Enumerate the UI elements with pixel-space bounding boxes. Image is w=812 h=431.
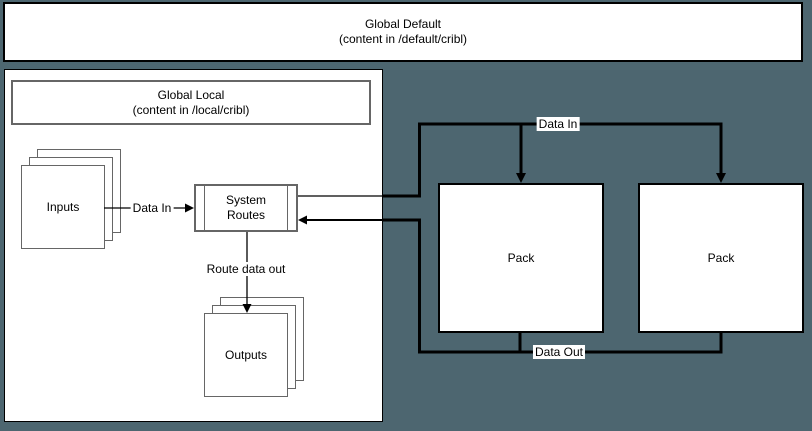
system-routes-right-bar [287, 186, 288, 230]
outputs-label: Outputs [224, 347, 268, 362]
system-routes-node: System Routes [194, 184, 298, 232]
edge-label-data-out-bottom: Data Out [532, 345, 586, 359]
global-default-title: Global Default [364, 17, 442, 31]
system-routes-label: System Routes [225, 193, 266, 222]
pack-right-node: Pack [638, 183, 804, 333]
pack-right-label: Pack [707, 250, 735, 265]
pack-left-node: Pack [438, 183, 604, 333]
global-local-title: Global Local [157, 87, 225, 102]
inputs-label: Inputs [46, 199, 80, 214]
edge-label-data-in-left: Data In [130, 201, 174, 215]
edge-label-data-in-top: Data In [536, 117, 580, 131]
outputs-node: Outputs [204, 313, 288, 397]
inputs-node: Inputs [21, 165, 105, 249]
global-default-box: Global Default (content in /default/crib… [3, 2, 803, 62]
pack-left-label: Pack [507, 250, 535, 265]
edge-label-route-data-out: Route data out [204, 262, 288, 276]
global-local-subtitle: (content in /local/cribl) [132, 102, 250, 117]
system-routes-left-bar [204, 186, 205, 230]
global-default-subtitle: (content in /default/cribl) [338, 32, 468, 46]
global-local-box: Global Local (content in /local/cribl) [11, 80, 371, 125]
